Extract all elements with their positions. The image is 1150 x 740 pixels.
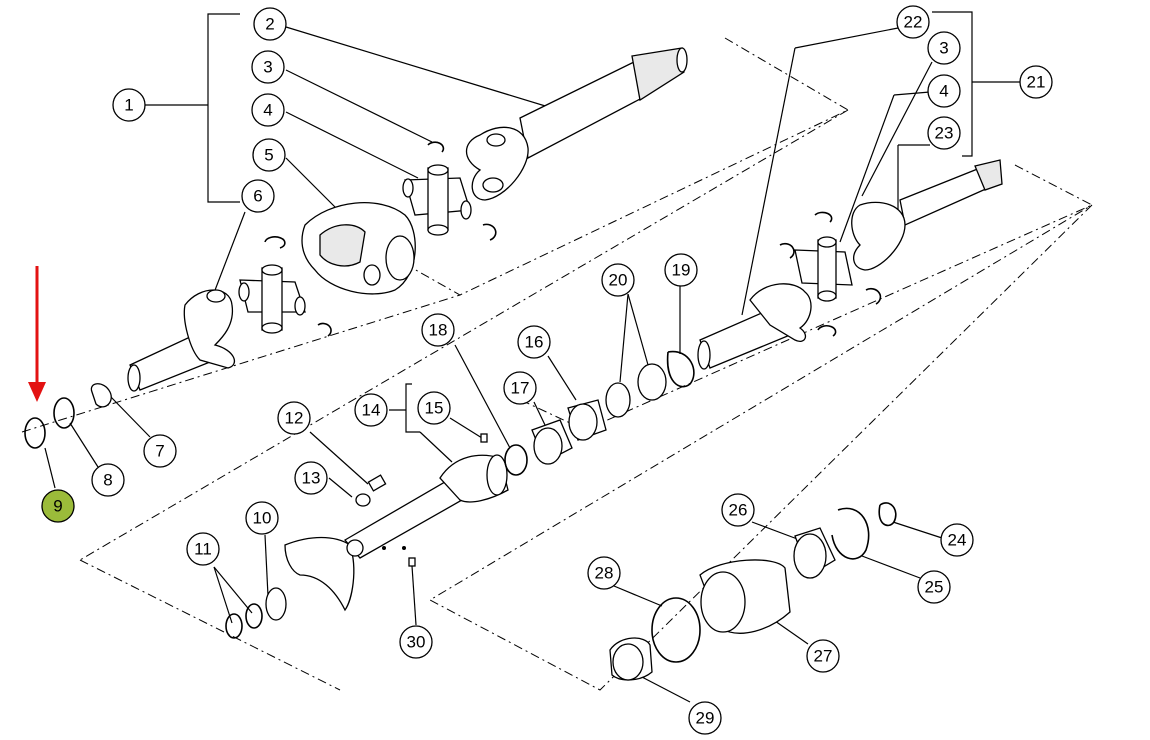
- callout-29: 29: [688, 701, 722, 735]
- svg-text:2: 2: [265, 15, 274, 34]
- stub-yoke-6: [127, 289, 236, 392]
- callout-8: 8: [91, 463, 125, 497]
- svg-text:18: 18: [429, 321, 448, 340]
- svg-text:16: 16: [525, 333, 544, 352]
- cross-kit-upper: [402, 164, 472, 236]
- svg-text:3: 3: [939, 39, 948, 58]
- svg-text:24: 24: [948, 531, 967, 550]
- ring-9: [24, 417, 46, 449]
- right-axle-shaft: [697, 159, 1003, 370]
- callout-2: 2: [253, 7, 287, 41]
- callout-3-right: 3: [927, 31, 961, 65]
- callout-18: 18: [421, 313, 455, 347]
- callout-25: 25: [917, 570, 951, 604]
- callout-20: 20: [601, 263, 635, 297]
- callout-21: 21: [1019, 65, 1053, 99]
- svg-text:19: 19: [672, 261, 691, 280]
- callout-brackets: [145, 11, 1020, 433]
- svg-text:30: 30: [407, 633, 426, 652]
- svg-text:26: 26: [729, 501, 748, 520]
- axle-housing-14: [284, 454, 509, 612]
- small-hardware: [355, 433, 488, 567]
- snap-ring-upper: [482, 223, 497, 241]
- callout-24: 24: [940, 523, 974, 557]
- callouts: 1 2 3 4 5 6 7 8 9 10 11 12 13 14 15 16 1…: [41, 5, 1053, 735]
- callout-26: 26: [721, 493, 755, 527]
- callout-11: 11: [186, 532, 220, 566]
- center-yoke-5: [301, 202, 416, 295]
- callout-13: 13: [294, 461, 328, 495]
- callout-22: 22: [896, 5, 930, 39]
- hub-parts: [609, 502, 897, 681]
- svg-text:28: 28: [595, 564, 614, 583]
- callout-17: 17: [503, 371, 537, 405]
- svg-text:4: 4: [263, 101, 272, 120]
- svg-text:7: 7: [155, 442, 164, 461]
- callout-4: 4: [251, 93, 285, 127]
- callout-28: 28: [587, 556, 621, 590]
- svg-text:27: 27: [814, 647, 833, 666]
- svg-text:11: 11: [194, 540, 212, 559]
- snap-ring-right-2: [779, 242, 795, 259]
- svg-text:10: 10: [253, 509, 272, 528]
- snap-ring-3: [427, 141, 445, 153]
- svg-text:13: 13: [302, 469, 321, 488]
- cross-kit-lower: [238, 264, 306, 334]
- callout-14: 14: [354, 393, 388, 427]
- snap-ring-lower: [317, 322, 332, 337]
- snap-ring-right-3: [865, 287, 882, 305]
- ring-7: [90, 383, 112, 408]
- callout-1: 1: [112, 88, 146, 122]
- callout-10: 10: [245, 501, 279, 535]
- svg-text:29: 29: [696, 709, 715, 728]
- ring-8: [53, 397, 75, 429]
- callout-4-right: 4: [927, 74, 961, 108]
- svg-text:25: 25: [925, 578, 944, 597]
- svg-text:3: 3: [263, 58, 272, 77]
- callout-9: 9: [41, 489, 75, 523]
- svg-text:21: 21: [1027, 73, 1046, 92]
- snap-ring-right-1: [814, 211, 833, 223]
- svg-text:15: 15: [425, 399, 444, 418]
- callout-23: 23: [927, 116, 961, 150]
- svg-text:12: 12: [285, 409, 304, 428]
- callout-12: 12: [277, 401, 311, 435]
- svg-text:17: 17: [511, 379, 530, 398]
- callout-3: 3: [251, 50, 285, 84]
- callout-7: 7: [143, 434, 177, 468]
- callout-30: 30: [399, 625, 433, 659]
- svg-text:20: 20: [609, 271, 628, 290]
- cross-kit-right: [794, 236, 853, 302]
- svg-text:4: 4: [939, 82, 948, 101]
- snap-ring-right-4: [817, 324, 837, 337]
- svg-text:9: 9: [53, 497, 62, 516]
- bearing-rings-10-11: [225, 587, 287, 639]
- callout-27: 27: [806, 639, 840, 673]
- svg-text:22: 22: [904, 13, 923, 32]
- callout-5: 5: [252, 138, 286, 172]
- callout-6: 6: [241, 179, 275, 213]
- svg-text:8: 8: [103, 471, 112, 490]
- seals-and-bearings: [504, 350, 695, 476]
- assembly-guide-lines: [21, 37, 1094, 691]
- callout-19: 19: [664, 253, 698, 287]
- callout-15: 15: [417, 391, 451, 425]
- leader-lines: [44, 26, 943, 703]
- svg-text:5: 5: [264, 146, 273, 165]
- highlight-arrow: [28, 266, 46, 402]
- upper-left-axle-shaft: [465, 47, 688, 201]
- snap-ring-6: [264, 236, 286, 249]
- callout-16: 16: [517, 325, 551, 359]
- svg-text:23: 23: [935, 124, 954, 143]
- svg-text:1: 1: [124, 96, 133, 115]
- svg-text:14: 14: [362, 401, 381, 420]
- svg-text:6: 6: [253, 187, 262, 206]
